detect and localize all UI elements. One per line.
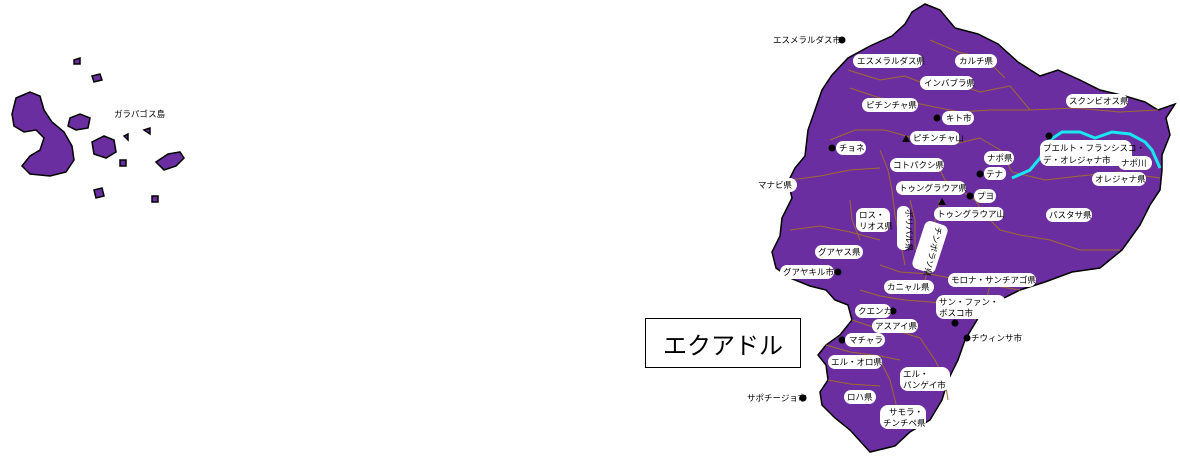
city-label: エスメラルダス市 (773, 35, 842, 46)
napo-river (1011, 130, 1162, 180)
map-title: エクアドル (645, 318, 801, 368)
mountain-label: トゥングラウア山 (937, 209, 1005, 220)
city-label: プエルト・フランシスコ・ (1043, 144, 1145, 154)
galapagos-label: ガラパゴス島 (114, 109, 166, 120)
city-label: サポチージョ市 (747, 393, 807, 404)
city-label: テナ (986, 170, 1003, 180)
province-label: カルチ県 (959, 57, 994, 67)
province-label: サモラ・ (889, 408, 923, 418)
city-label: キト市 (946, 113, 972, 124)
province-label: アスアイ県 (875, 322, 918, 332)
city-label: プヨ (977, 192, 994, 202)
city-label: サン・ファン・ (939, 298, 999, 308)
province-label: ロス・ (859, 211, 885, 221)
map-labels: エスメラルダス市 エスメラルダス県 カルチ県 インバブラ県 スクンビオス県 ピチ… (747, 35, 1147, 429)
city-label: マチャラ (849, 336, 883, 346)
city-label: チョネ (839, 144, 865, 154)
city-label: ボスコ市 (939, 308, 974, 319)
province-label: エル・オロ県 (831, 358, 883, 368)
province-label: オレジャナ県 (1095, 175, 1146, 185)
river-label: ナポ川 (1121, 159, 1147, 169)
province-label: ピチンチャ県 (866, 101, 917, 111)
province-label: ロハ県 (847, 393, 873, 403)
province-label: ナポ県 (987, 154, 1013, 164)
province-label: ボリバル県 (903, 209, 913, 252)
city-label: デ・オレジャナ市 (1043, 155, 1111, 166)
city-label: チウィンサ市 (971, 333, 1023, 344)
province-label: リオス県 (859, 222, 894, 232)
city-label: クエンカ (858, 307, 892, 317)
province-label: カニャル県 (887, 283, 930, 293)
province-label: スクンビオス県 (1069, 97, 1129, 107)
province-label: モロナ・サンチアゴ県 (951, 275, 1037, 286)
province-label: チンチペ県 (883, 419, 926, 429)
province-label: コトパクシ県 (893, 161, 945, 171)
city-label: エル・ (903, 370, 929, 380)
mountain-markers (902, 135, 946, 205)
province-label: マナビ県 (758, 181, 793, 191)
province-label: グアヤス県 (818, 247, 861, 258)
province-label: インバブラ県 (924, 78, 976, 89)
galapagos-islands (11, 56, 185, 203)
province-label: トゥングラウア県 (899, 183, 968, 194)
city-label: グアヤキル市 (783, 267, 835, 278)
city-markers (799, 36, 1053, 402)
city-label: パンゲイ市 (903, 380, 946, 391)
mountain-label: ピチンチャ山 (913, 133, 964, 144)
province-label: パスタサ県 (1049, 211, 1092, 221)
province-label: エスメラルダス県 (857, 56, 926, 67)
label-backgrounds (755, 54, 1152, 429)
